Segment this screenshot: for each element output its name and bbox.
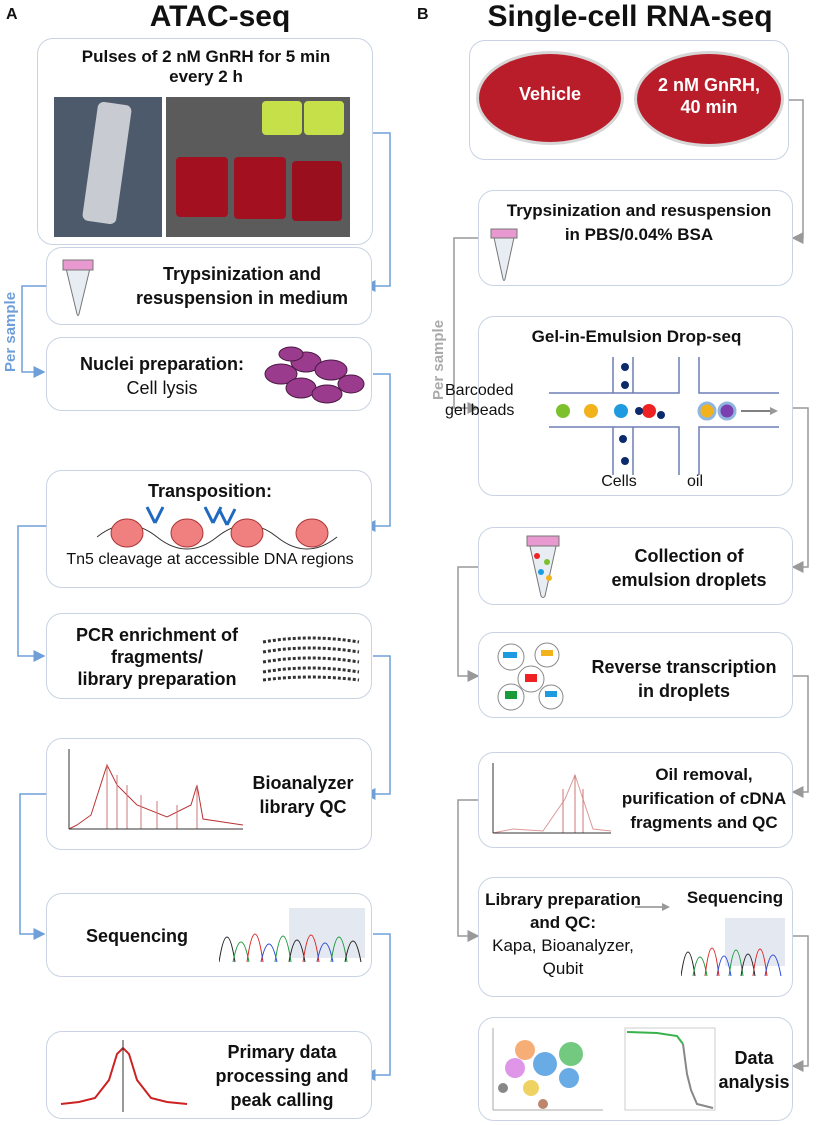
gem-beads-line1: Barcoded [445, 382, 514, 399]
pcr-line3: library preparation [77, 669, 237, 689]
tube-icon [62, 259, 94, 316]
microfluidic-channel-diagram [549, 357, 779, 475]
gnrh-pulse-box: Pulses of 2 nM GnRH for 5 min every 2 h [37, 38, 373, 245]
trypsinization-a-box: Trypsinization and resuspension in mediu… [46, 247, 372, 325]
trypsinization-b-line2: in PBS/0.04% BSA [564, 225, 714, 244]
nucleosome-dna-diagram [97, 506, 338, 550]
transposition-box: Transposition: Tn5 cleavage at accessibl… [46, 470, 372, 588]
cells-icon [264, 346, 365, 404]
collection-line2: emulsion droplets [611, 570, 767, 590]
trypsinization-b-box: Trypsinization and resuspension in PBS/0… [478, 190, 793, 286]
data-analysis-box: Data analysis [478, 1017, 793, 1121]
lib-line3: Kapa, Bioanalyzer, [492, 936, 634, 955]
vehicle-dish-label: Vehicle [518, 84, 582, 104]
panel-a-per-sample-label: Per sample [2, 291, 19, 372]
transposition-title: Transposition: [147, 481, 272, 501]
nuclei-prep-title: Nuclei preparation: [79, 354, 245, 374]
pcr-enrichment-box: PCR enrichment of fragments/ library pre… [46, 613, 372, 699]
pcr-line2: fragments/ [110, 647, 204, 667]
vehicle-dish: Vehicle [476, 51, 624, 145]
primary-line2: processing and [215, 1066, 349, 1086]
bioanalyzer-trace-a [67, 749, 244, 831]
gnrh-dish-line1: 2 nM GnRH, [658, 75, 760, 95]
trypsinization-b-line1: Trypsinization and resuspension [506, 201, 772, 220]
bioanalyzer-a-box: Bioanalyzer library QC [46, 738, 372, 850]
oil-line2: purification of cDNA [621, 789, 787, 808]
chromatogram-icon-a [219, 908, 365, 963]
peak-plot-icon [60, 1040, 188, 1112]
droplets-icon [497, 642, 564, 711]
oil-line3: fragments and QC [630, 813, 778, 832]
trypsinization-a-line2: resuspension in medium [135, 288, 349, 308]
droplet-tube-icon [526, 535, 560, 598]
lib-line2: and QC: [529, 913, 597, 932]
lib-arrow [635, 903, 670, 911]
reverse-transcription-box: Reverse transcription in droplets [478, 632, 793, 718]
bioanalyzer-a-line1: Bioanalyzer [252, 773, 354, 793]
culture-plates-photo [166, 97, 350, 237]
library-prep-box: Library preparation and QC: Kapa, Bioana… [478, 877, 793, 997]
collection-box: Collection of emulsion droplets [478, 527, 793, 605]
panel-a-title: ATAC-seq [149, 0, 291, 33]
nuclei-prep-detail: Cell lysis [126, 378, 198, 398]
oil-line1: Oil removal, [655, 765, 753, 784]
tube-icon-b [490, 228, 518, 281]
lib-line4: Qubit [542, 959, 584, 978]
trypsinization-a-line1: Trypsinization and [162, 264, 322, 284]
dishes-box: Vehicle 2 nM GnRH, 40 min [469, 40, 789, 160]
gem-oil-label: oil [686, 473, 703, 490]
collection-line1: Collection of [634, 546, 744, 566]
dna-fragments-icon [262, 636, 360, 682]
gnrh-dish: 2 nM GnRH, 40 min [634, 51, 784, 147]
flask-photo [54, 97, 162, 237]
nuclei-prep-box: Nuclei preparation: Cell lysis [46, 337, 372, 411]
primary-line3: peak calling [230, 1090, 334, 1110]
rt-line2: in droplets [637, 681, 730, 701]
gem-dropseq-box: Gel-in-Emulsion Drop-seq Barcoded gel be… [445, 316, 793, 496]
primary-line1: Primary data [227, 1042, 337, 1062]
transposition-detail: Tn5 cleavage at accessible DNA regions [66, 551, 354, 568]
pcr-line1: PCR enrichment of [75, 625, 239, 645]
data-analysis-line1: Data [734, 1048, 774, 1068]
gem-beads-line2: gel beads [445, 402, 515, 419]
gem-title: Gel-in-Emulsion Drop-seq [531, 327, 742, 346]
gem-cells-label: Cells [601, 473, 637, 490]
sequencing-a-label: Sequencing [85, 926, 188, 946]
chromatogram-icon-b [681, 918, 785, 977]
panel-a-letter: A [6, 6, 18, 23]
rt-line1: Reverse transcription [591, 657, 777, 677]
sequencing-a-box: Sequencing [46, 893, 372, 977]
oil-removal-box: Oil removal, purification of cDNA fragme… [478, 752, 793, 848]
panel-b-letter: B [417, 6, 429, 23]
bioanalyzer-trace-b [492, 763, 612, 834]
bioanalyzer-a-line2: library QC [259, 797, 347, 817]
primary-data-box: Primary data processing and peak calling [46, 1031, 372, 1119]
gnrh-pulse-label: Pulses of 2 nM GnRH for 5 min every 2 h [81, 47, 331, 86]
sequencing-b-label: Sequencing [686, 888, 784, 907]
gnrh-dish-line2: 40 min [680, 97, 738, 117]
tsne-plot-icon [492, 1028, 603, 1111]
panel-b-title: Single-cell RNA-seq [487, 0, 773, 33]
lib-line1: Library preparation [485, 890, 641, 909]
barcode-rank-plot-icon [624, 1027, 716, 1111]
data-analysis-line2: analysis [718, 1072, 790, 1092]
